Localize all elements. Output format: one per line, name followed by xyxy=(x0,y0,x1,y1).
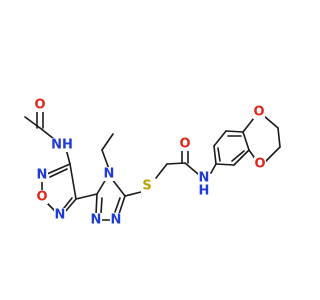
atom-h-amide-right: H xyxy=(199,184,210,199)
bond-ch2-ch3 xyxy=(101,133,114,151)
bond-n1t-c5 xyxy=(95,193,98,215)
atom-o-acetyl: O xyxy=(34,98,45,113)
atom-o-furazan: O xyxy=(36,190,47,205)
bond-c3-n2 xyxy=(46,163,71,175)
atom-o-dioxane-top: O xyxy=(253,105,264,120)
bond-s-ch2 xyxy=(155,163,168,179)
bond-ar4-ar5 xyxy=(242,131,250,151)
atom-n-triazole-2: N xyxy=(111,213,122,228)
molecule-diagram: NH O O N N N N N S O N H O O xyxy=(24,97,281,228)
bond-co-nh-right xyxy=(184,162,199,175)
bond-ar5-ar6 xyxy=(233,149,250,166)
bond-nh-aryl xyxy=(210,163,217,174)
bond-ar5-ar6-inner xyxy=(231,150,245,162)
bond-c5-n4 xyxy=(96,178,107,195)
bond-c4-c3 xyxy=(69,163,77,200)
atom-labels: NH O O N N N N N S O N H O O xyxy=(34,98,266,228)
atom-o-amide-right: O xyxy=(179,137,190,152)
bond-c3t-s xyxy=(124,191,142,197)
bond-n4-c3t xyxy=(111,178,126,197)
atom-o-dioxane-bottom: O xyxy=(254,157,265,172)
bond-ar4-otop xyxy=(242,117,255,133)
atom-s-thioether: S xyxy=(142,179,151,194)
atom-n-furazan-a: N xyxy=(37,168,48,183)
bond-c4-c5 xyxy=(75,193,98,200)
bond-ar3-ar4 xyxy=(225,130,244,133)
bond-ar1-ar2-inner xyxy=(217,147,221,162)
bond-ar2-ar3 xyxy=(213,130,227,147)
bond-n4-ch2 xyxy=(101,149,110,170)
bond-co-nh xyxy=(39,127,55,140)
bond-otop-ch2a xyxy=(263,115,279,129)
bond-c3t-n2t xyxy=(118,195,126,215)
bond-n5-c4-inner xyxy=(63,197,73,209)
bond-n1t-c5-inner xyxy=(100,197,103,214)
molecule-structure: NH O O N N N N N S O N H O O xyxy=(24,98,281,228)
bond-ar6-ar1 xyxy=(215,163,235,166)
atom-n-amide-right: N xyxy=(199,171,210,186)
atom-n-triazole-1: N xyxy=(91,213,102,228)
bond-c3-n2-inner xyxy=(49,168,68,178)
atom-n-furazan-b: N xyxy=(55,208,66,223)
atom-nh-amide-left: NH xyxy=(51,138,73,153)
bond-c3t-n2t-inner xyxy=(114,197,121,213)
bond-ar1-ar2 xyxy=(213,145,217,165)
bond-ch2b-obot xyxy=(265,146,281,162)
atom-n-triazole-4: N xyxy=(104,167,115,182)
bond-ch2a-ch2b xyxy=(277,127,281,148)
bonds xyxy=(24,110,281,221)
